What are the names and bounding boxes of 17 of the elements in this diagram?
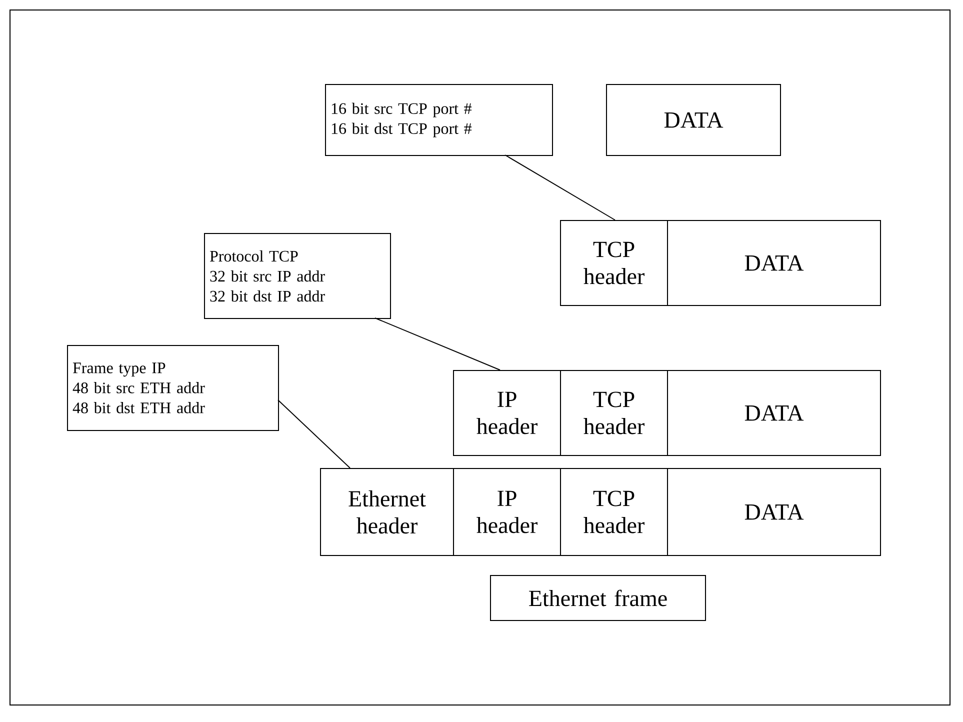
callout-box: Frame type IP 48 bit src ETH addr 48 bit dst ETH addr [67, 345, 279, 431]
leader-line [504, 154, 616, 220]
header-field: Ethernet header [320, 468, 454, 556]
leader-line [374, 318, 500, 370]
data-field: DATA [667, 370, 881, 456]
header-field: TCP header [560, 370, 668, 456]
header-field: IP header [453, 468, 561, 556]
callout-box: Protocol TCP 32 bit src IP addr 32 bit dst IP addr [204, 233, 391, 319]
header-field: IP header [453, 370, 561, 456]
data-field: DATA [667, 220, 881, 306]
header-field: TCP header [560, 468, 668, 556]
frame-label-box: Ethernet frame [490, 575, 706, 621]
data-field: DATA [606, 84, 781, 156]
data-field: DATA [667, 468, 881, 556]
leader-line [278, 400, 350, 468]
header-field: TCP header [560, 220, 668, 306]
callout-box: 16 bit src TCP port # 16 bit dst TCP port # [325, 84, 553, 156]
